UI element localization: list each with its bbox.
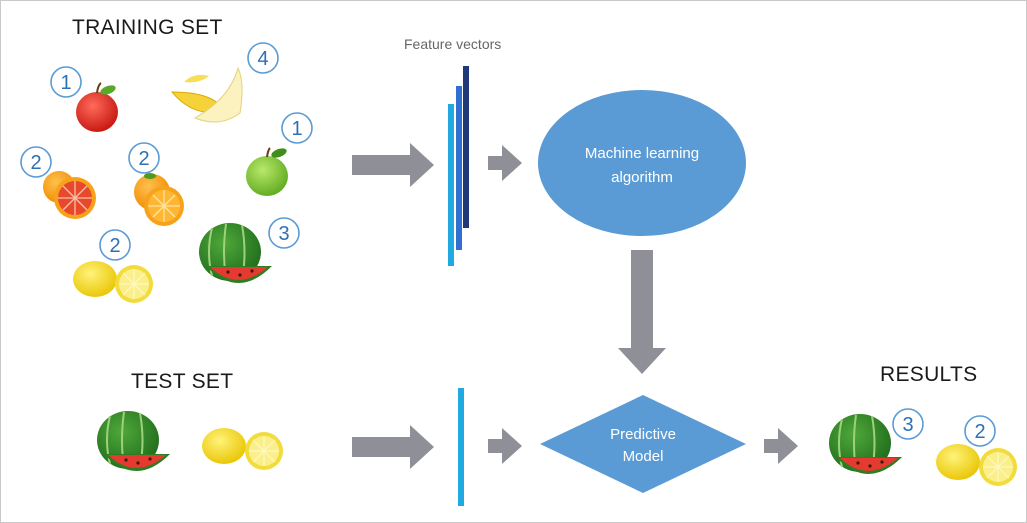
ml-algorithm-node: Machine learning algorithm — [538, 90, 746, 236]
label-badge: 3 — [268, 217, 300, 249]
green-apple-icon — [246, 147, 288, 196]
red-apple-icon — [76, 82, 118, 132]
feature-vectors-bars — [448, 66, 469, 266]
arrows — [352, 143, 798, 469]
predictive-model-label-line2: Model — [623, 448, 664, 465]
results-heading: RESULTS — [880, 363, 978, 386]
badge-label: 3 — [902, 414, 913, 436]
lemon-icon — [936, 444, 1017, 486]
arrow-model-to-results — [764, 428, 798, 464]
badge-label: 2 — [138, 148, 149, 170]
orange-icon — [134, 173, 184, 226]
lemon-icon — [202, 428, 283, 470]
label-badge: 2 — [99, 229, 131, 261]
badge-label: 2 — [30, 152, 41, 174]
label-badge: 1 — [281, 112, 313, 144]
arrow-training-to-vectors — [352, 143, 434, 187]
watermelon-icon — [829, 414, 902, 474]
badge-label: 1 — [291, 118, 302, 140]
test-feature-vector-bar — [458, 388, 464, 506]
label-badge: 2 — [128, 142, 160, 174]
predictive-model-label-line1: Predictive — [610, 426, 676, 443]
arrow-algorithm-to-model — [618, 250, 666, 374]
predictive-model-node: Predictive Model — [540, 395, 746, 493]
arrow-testset-to-vector — [352, 425, 434, 469]
ml-algorithm-label-line2: algorithm — [611, 169, 673, 186]
label-badge: 2 — [964, 415, 996, 447]
badge-label: 2 — [974, 421, 985, 443]
label-badge: 2 — [20, 146, 52, 178]
arrow-vectors-to-algorithm — [488, 145, 522, 181]
lemon-icon — [73, 261, 153, 303]
badge-label: 4 — [257, 48, 268, 70]
ml-algorithm-label-line1: Machine learning — [585, 145, 699, 162]
watermelon-icon — [97, 411, 170, 471]
label-badge: 3 — [892, 408, 924, 440]
watermelon-icon — [199, 223, 272, 283]
test-set-heading: TEST SET — [131, 370, 234, 393]
blood-orange-icon — [43, 171, 96, 219]
badge-label: 3 — [278, 223, 289, 245]
label-badge: 1 — [50, 66, 82, 98]
training-set-heading: TRAINING SET — [72, 16, 223, 39]
badge-label: 2 — [109, 235, 120, 257]
arrow-vector-to-model — [488, 428, 522, 464]
feature-vectors-label: Feature vectors — [404, 36, 502, 52]
label-badge: 4 — [247, 42, 279, 74]
banana-icon — [170, 66, 243, 123]
badge-label: 1 — [60, 72, 71, 94]
